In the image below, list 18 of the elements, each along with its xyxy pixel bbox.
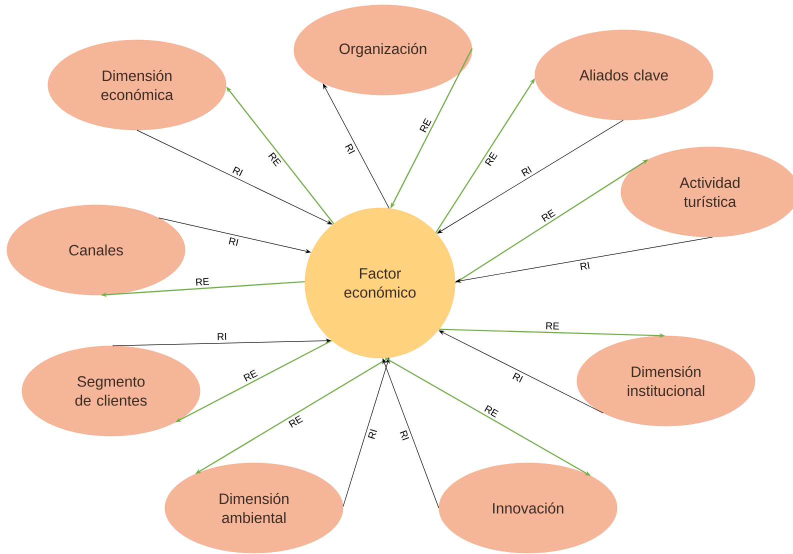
edge-label: RI: [230, 164, 246, 178]
edge-label: RE: [482, 403, 500, 420]
edge-label: RE: [266, 150, 284, 168]
edge-label: RI: [519, 164, 534, 178]
edge-label: RI: [398, 428, 411, 443]
edge-label: RE: [286, 414, 305, 430]
edge-label: RI: [343, 142, 357, 156]
edge-label: RE: [194, 276, 211, 287]
edge-label: RE: [539, 208, 558, 224]
edge-label: RE: [418, 116, 433, 135]
edge-label: RE: [483, 150, 500, 168]
edge-label: RI: [366, 426, 379, 442]
edge-label: RI: [226, 236, 240, 248]
edge-label: RE: [544, 321, 560, 331]
edge-label: RI: [578, 260, 592, 272]
edge-label: RE: [241, 368, 260, 384]
edge-label: RI: [510, 370, 526, 384]
edge-label: RI: [216, 332, 228, 342]
